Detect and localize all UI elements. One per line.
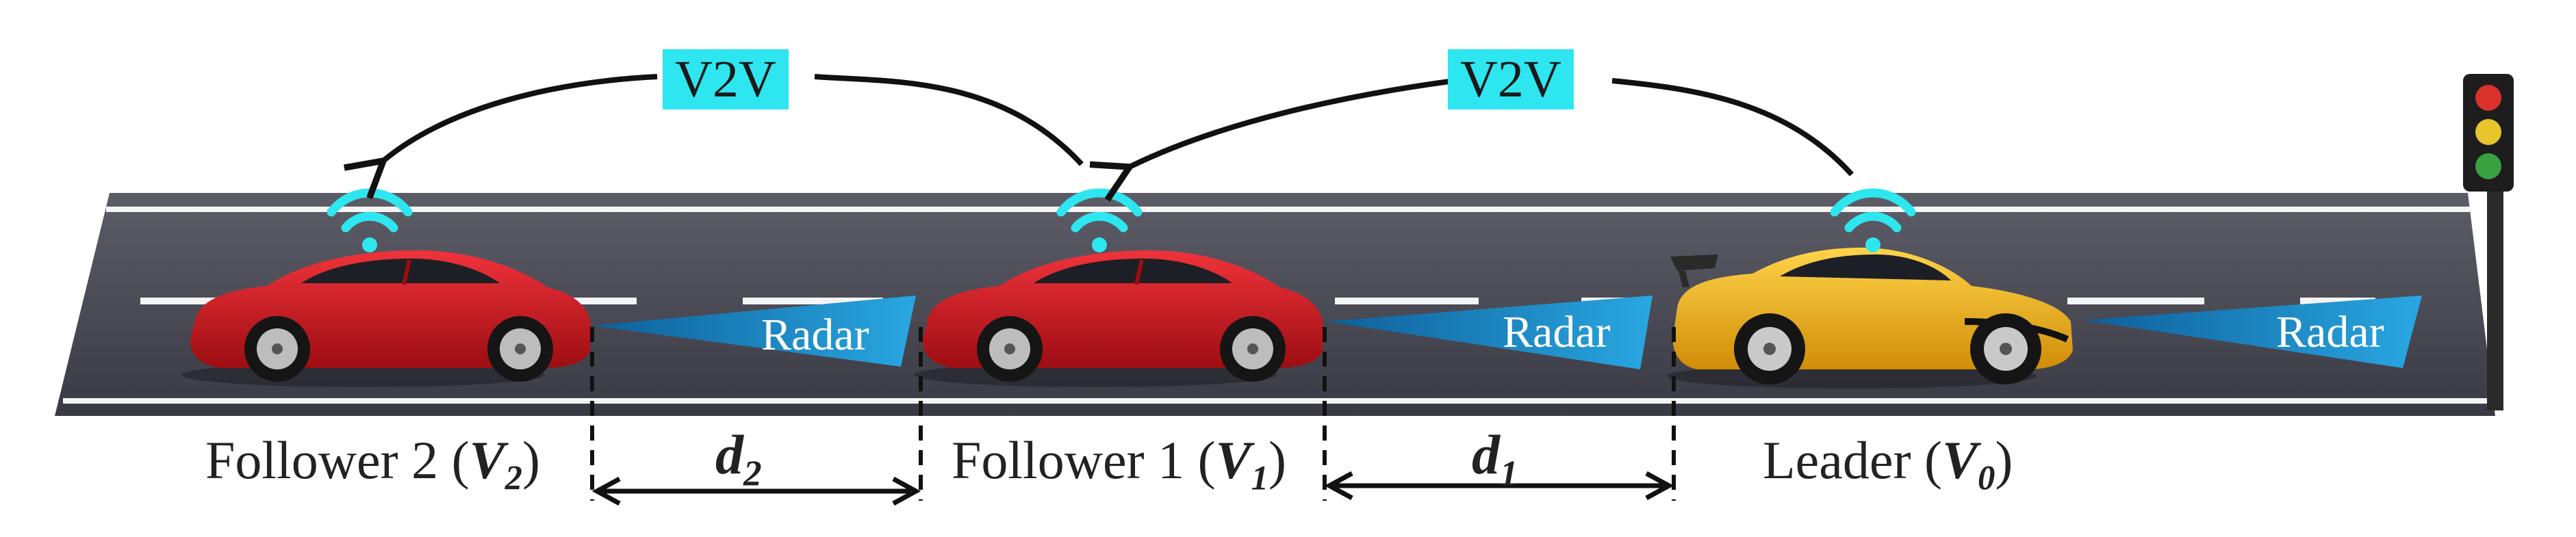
follower-2-car bbox=[181, 250, 590, 387]
leader-car bbox=[1667, 248, 2073, 389]
v2v-arrow-right bbox=[1130, 78, 1854, 174]
follower-2-label: Follower 2 (V2) bbox=[205, 430, 540, 497]
follower-1-car bbox=[914, 250, 1323, 387]
v2v-label-left: V2V bbox=[663, 49, 789, 109]
radar-label-follower1: Radar bbox=[1503, 307, 1611, 357]
wifi-icon-leader bbox=[1830, 188, 1916, 252]
distance-label-d2: d2 bbox=[715, 423, 762, 494]
traffic-light bbox=[2463, 74, 2514, 410]
distance-arrow-d2 bbox=[591, 476, 921, 506]
radar-beam-follower1 bbox=[1327, 296, 1653, 369]
gap-guides bbox=[590, 327, 1676, 501]
distance-arrow-d1 bbox=[1324, 471, 1674, 501]
radar-label-follower2: Radar bbox=[761, 310, 869, 360]
radar-beam-follower2 bbox=[592, 296, 916, 367]
leader-label: Leader (V0) bbox=[1763, 430, 2013, 497]
v2v-label-right: V2V bbox=[1448, 49, 1574, 109]
radar-label-leader: Radar bbox=[2276, 307, 2384, 357]
radar-beam-leader bbox=[2082, 296, 2422, 368]
distance-label-d1: d1 bbox=[1472, 423, 1518, 494]
follower-1-label: Follower 1 (V1) bbox=[952, 430, 1286, 497]
v2v-arrow-left bbox=[383, 74, 1084, 164]
